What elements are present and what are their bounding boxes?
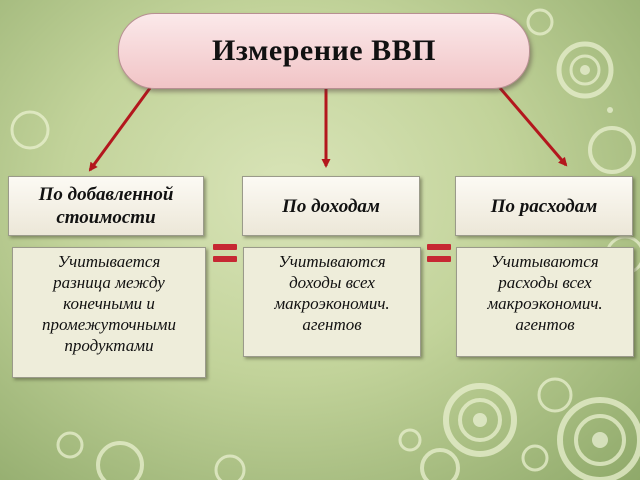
method-description-expenditure: Учитываются расходы всех макроэкономич. … <box>456 247 634 357</box>
page-title: Измерение ВВП <box>212 34 436 67</box>
description-line: Учитывается <box>57 252 161 271</box>
description-line: Учитываются <box>491 252 599 271</box>
description-line: расходы всех <box>498 273 592 292</box>
method-description-income: Учитываются доходы всех макроэкономич. а… <box>243 247 421 357</box>
heading-line: По доходам <box>282 195 380 217</box>
heading-line: По расходам <box>490 195 598 217</box>
method-heading-expenditure: По расходам <box>455 176 633 236</box>
heading-line: По добавленной <box>38 184 174 205</box>
title-box: Измерение ВВП <box>118 13 530 89</box>
description-line: Учитываются <box>278 252 386 271</box>
description-line: агентов <box>302 315 362 334</box>
method-heading-value-added: По добавленной стоимости <box>8 176 204 236</box>
description-line: доходы всех <box>289 273 375 292</box>
method-description-value-added: Учитывается разница между конечными и пр… <box>12 247 206 378</box>
arrow-to-value-added <box>88 87 152 172</box>
description-line: макроэкономич. <box>487 294 603 313</box>
description-line: разница между <box>53 273 165 292</box>
description-line: продуктами <box>64 336 154 355</box>
method-heading-income: По доходам <box>242 176 420 236</box>
description-line: промежуточными <box>42 315 176 334</box>
arrow-to-expenditure <box>498 87 568 167</box>
description-line: агентов <box>515 315 575 334</box>
heading-line: стоимости <box>56 207 156 228</box>
description-line: макроэкономич. <box>274 294 390 313</box>
description-line: конечными и <box>63 294 155 313</box>
